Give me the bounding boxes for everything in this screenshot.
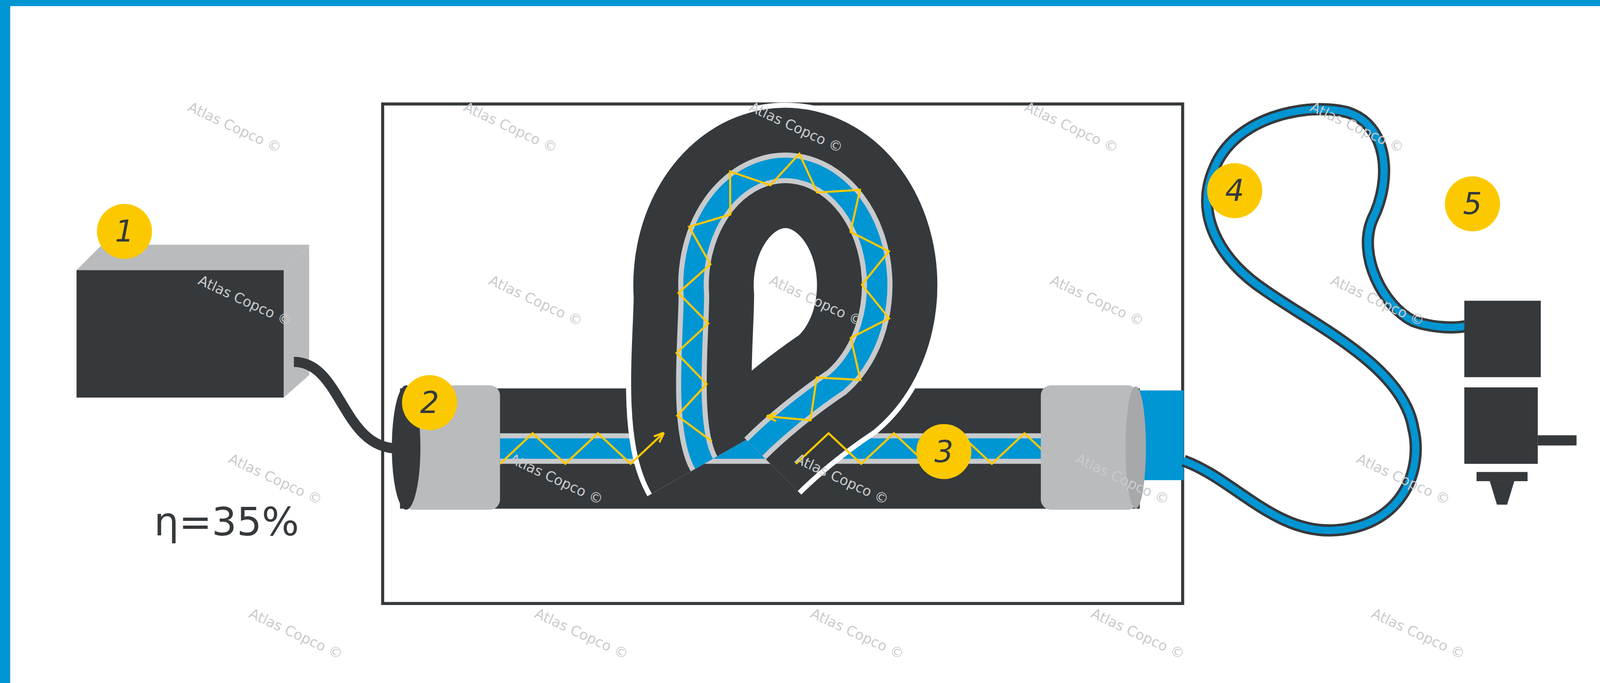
watermark: Atlas Copco © — [186, 99, 284, 156]
frame-bar — [0, 0, 1600, 7]
detail-frame — [382, 104, 1184, 604]
watermark: Atlas Copco © — [507, 451, 605, 508]
tool-hose — [1183, 109, 1466, 531]
watermark: Atlas Copco © — [487, 272, 585, 329]
hose-fitting — [1040, 385, 1147, 510]
watermark: Atlas Copco © — [793, 451, 891, 508]
frame-bar — [0, 0, 11, 683]
callout-number: 1 — [114, 216, 135, 247]
callout-circle — [96, 163, 1500, 480]
light-ray — [676, 153, 890, 442]
callout-number: 4 — [1225, 175, 1245, 206]
watermark: Atlas Copco © — [461, 99, 560, 156]
watermark: Atlas Copco © — [247, 606, 345, 663]
watermark: Atlas Copco © — [226, 451, 325, 508]
watermark: Atlas Copco © — [1354, 451, 1452, 508]
efficiency-label: η=35% — [153, 502, 299, 542]
callout-number: 3 — [934, 437, 954, 467]
watermark: Atlas Copco © — [1073, 451, 1172, 508]
air-tool — [1464, 301, 1577, 505]
compressor — [76, 244, 310, 398]
watermark: Atlas Copco © — [746, 99, 845, 156]
watermark: Atlas Copco © — [1369, 606, 1468, 663]
watermark: Atlas Copco © — [1308, 99, 1407, 156]
watermark: Atlas Copco © — [808, 606, 906, 663]
watermark: Atlas Copco © — [1022, 99, 1121, 156]
hose — [400, 153, 1141, 510]
watermark: Atlas Copco © — [196, 272, 295, 329]
watermark: Atlas Copco © — [767, 272, 866, 329]
callout-number: 2 — [420, 387, 440, 418]
watermark: Atlas Copco © — [1047, 272, 1146, 329]
callout-number: 5 — [1463, 188, 1483, 219]
watermark: Atlas Copco © — [1328, 272, 1427, 329]
watermark: Atlas Copco © — [1089, 606, 1187, 663]
watermark: Atlas Copco © — [532, 606, 631, 663]
